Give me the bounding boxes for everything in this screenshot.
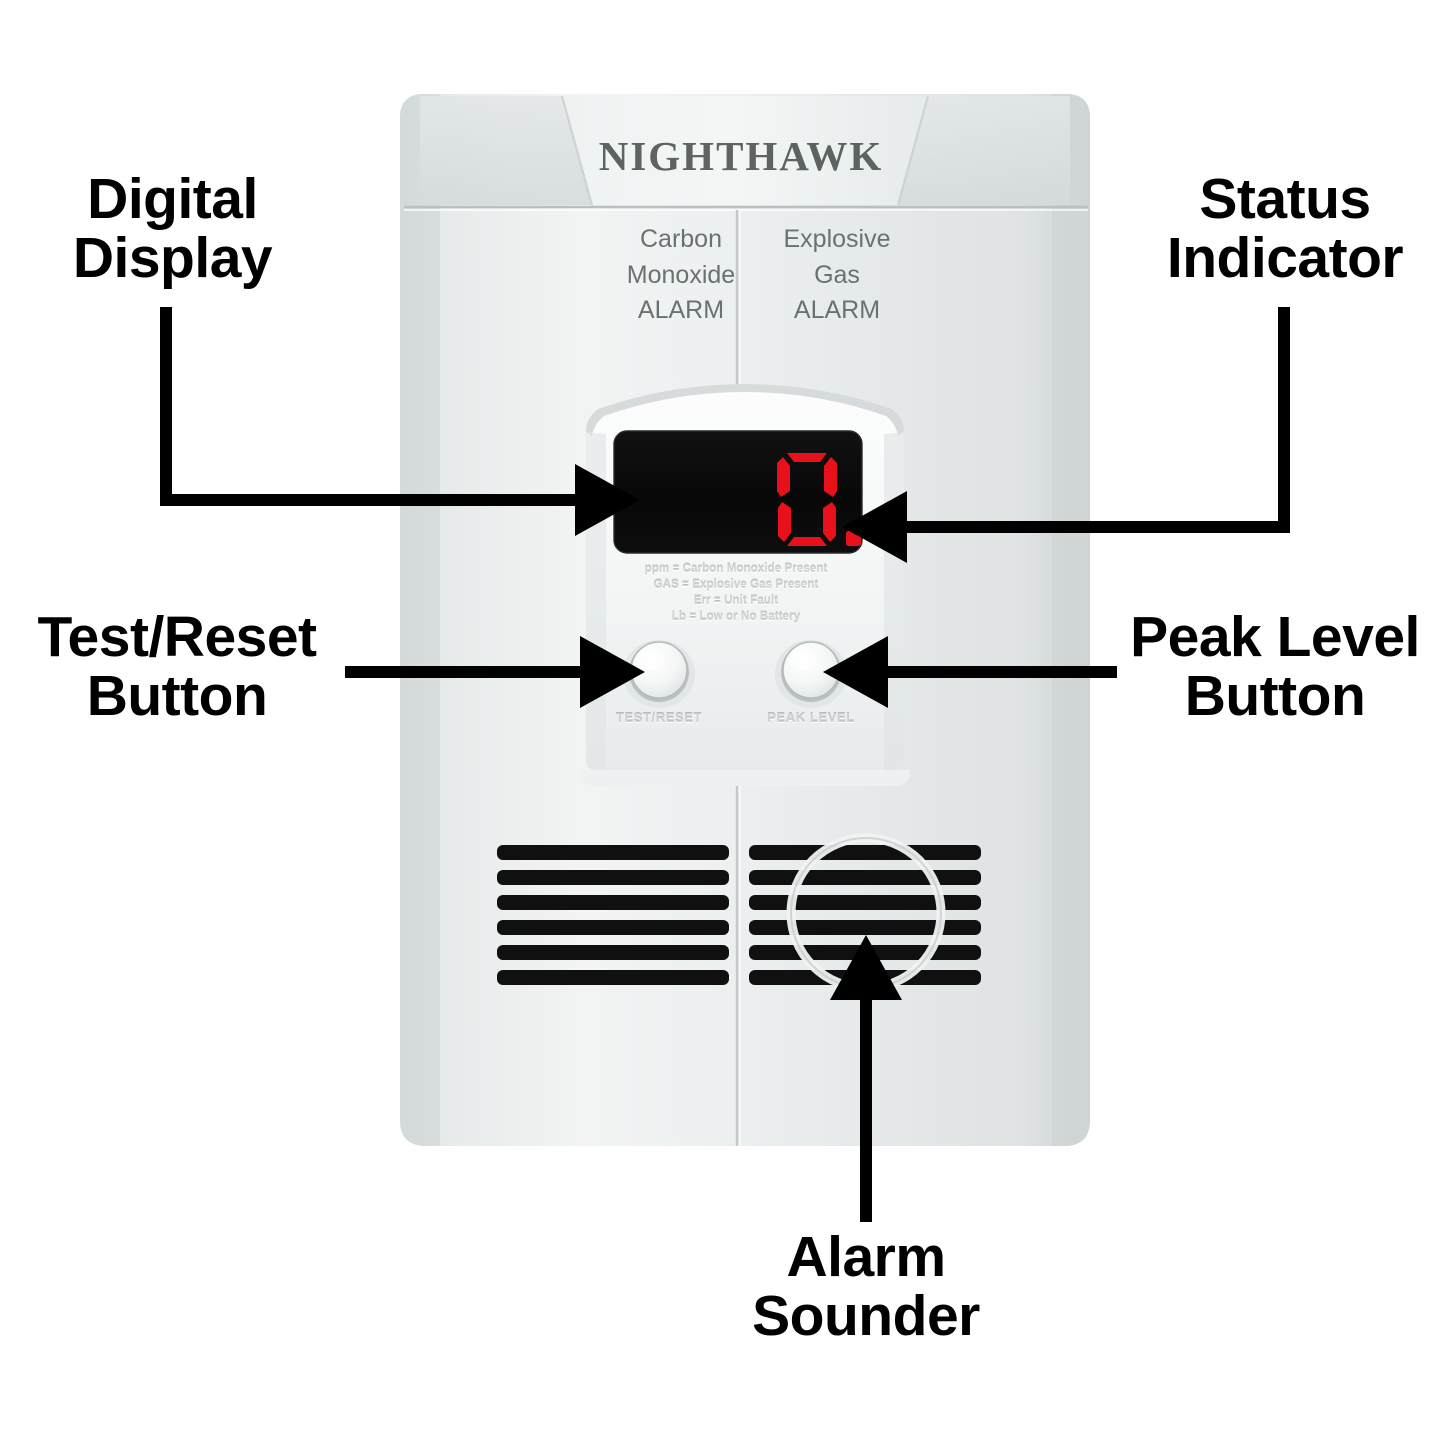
explosive-gas-alarm-label: Explosive Gas ALARM: [742, 222, 932, 329]
callout-peak-level-button: Peak Level Button: [1110, 605, 1440, 729]
leader-status-indicator: [907, 307, 1290, 533]
callout-test-reset-line-1: Test/Reset: [37, 605, 317, 669]
arrowhead-alarm-sounder: [830, 935, 902, 1000]
legend-line-1: ppm = Carbon Monoxide Present: [644, 563, 828, 575]
arrowhead-status-indicator: [842, 491, 907, 563]
callout-digital-display-line-1: Digital: [87, 167, 258, 231]
test-reset-button-caption: TEST/RESET: [615, 710, 703, 725]
co-line-2: Monoxide: [626, 260, 736, 289]
callout-digital-display: Digital Display: [55, 167, 290, 291]
device-top-cap: [404, 95, 1088, 211]
arrowhead-peak-level: [823, 636, 888, 708]
legend-line-3: Err = Unit Fault: [693, 594, 779, 607]
gas-line-2: Gas: [814, 260, 860, 289]
seven-segment-digit: [777, 453, 861, 546]
callout-status-indicator-line-1: Status: [1199, 167, 1371, 231]
callout-peak-level-line-1: Peak Level: [1130, 605, 1420, 669]
callout-test-reset-line-2: Button: [86, 664, 268, 729]
arrowhead-test-reset: [580, 636, 645, 708]
peak-level-button-caption: PEAK LEVEL: [767, 710, 855, 725]
callout-alarm-sounder-line-1: Alarm: [786, 1225, 946, 1289]
callout-peak-level-line-2: Button: [1184, 664, 1366, 729]
legend-line-2: GAS = Explosive Gas Present: [653, 578, 819, 591]
display-legend: ppm = Carbon Monoxide Present GAS = Expl…: [612, 562, 860, 625]
co-line-3: ALARM: [637, 296, 725, 324]
digit-zero-segments: [777, 453, 837, 546]
brand-name: NIGHTHAWK: [598, 133, 884, 179]
carbon-monoxide-alarm-label: Carbon Monoxide ALARM: [576, 222, 786, 329]
callout-status-indicator-line-2: Indicator: [1166, 226, 1404, 291]
co-line-1: Carbon: [640, 225, 722, 253]
callout-status-indicator: Status Indicator: [1160, 167, 1410, 291]
button-peak-level: [775, 640, 847, 708]
legend-line-4: Lb = Low or No Battery: [671, 610, 801, 623]
gas-line-1: Explosive: [783, 225, 891, 253]
callout-digital-display-line-2: Display: [72, 226, 273, 291]
callout-alarm-sounder: Alarm Sounder: [700, 1225, 1032, 1349]
callout-test-reset-button: Test/Reset Button: [12, 605, 342, 729]
arrowhead-digital-display: [575, 464, 640, 536]
gas-line-3: ALARM: [793, 296, 881, 324]
leader-digital-display: [160, 307, 575, 506]
vent-slots-left: [497, 845, 729, 985]
callout-alarm-sounder-line-2: Sounder: [752, 1284, 980, 1349]
button-test-reset: [623, 640, 695, 708]
